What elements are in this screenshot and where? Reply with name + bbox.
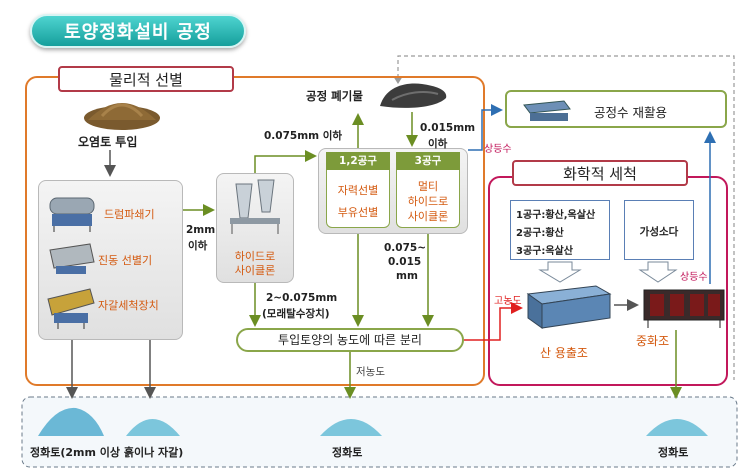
process-12-head: 1,2공구 [326,152,390,170]
label-2mm-b: 이하 [188,240,208,252]
physical-section-box [25,76,485,386]
hydrocyclone-label: 하이드로 사이클론 [234,250,276,277]
chemical-section-label: 화학적 세척 [512,160,688,186]
separation-box: 투입토양의 농도에 따른 분리 [236,328,464,352]
output-zone [21,396,738,468]
recycle-dashed-line [397,55,735,380]
output-label-3: 정화토 [658,446,689,459]
label-high-conc: 고농도 [494,296,522,307]
label-supernatant-2: 상등수 [680,272,708,283]
label-supernatant-1: 상등수 [484,144,512,155]
label-2mm-a: 2mm [186,224,216,236]
process-3-line3: 사이클론 [407,210,449,223]
label-low-conc: 저농도 [356,366,385,378]
caustic-box [624,200,694,260]
output-label-2: 정화토 [332,446,363,459]
hydrocyclone-panel [216,173,294,283]
label-0075-a: 0.075~ [384,242,427,254]
waste-label: 공정 폐기물 [306,89,363,103]
process-12-line1: 자력선별 [337,184,379,197]
vibrating-screen-label: 진동 선별기 [98,254,153,267]
gravel-washer-icon [47,288,95,329]
page-title: 토양정화설비 공정 [30,14,246,48]
label-over-0015-a: 0.015mm [420,122,476,134]
contaminated-soil-image [84,103,160,130]
caustic-label: 가성소다 [639,226,679,238]
output-soil-4-image [646,419,708,436]
drum-crusher-icon [49,197,95,232]
label-under-0075: 0.075mm 이하 [264,130,343,142]
waste-image [380,83,447,108]
label-2-0075-a: 2~0.075mm [266,292,338,304]
acid-tank-label: 산 용출조 [540,346,588,360]
output-soil-1-image [38,407,104,436]
label-0075-c: mm [396,270,418,282]
neutral-tank-label: 중화조 [636,334,670,348]
acid-line3: 3공구:옥살산 [516,246,573,257]
acid-tank-icon [526,285,612,329]
vibrating-screen-icon [49,243,95,274]
reuse-label: 공정수 재활용 [594,105,667,120]
input-label: 오염토 투입 [78,135,138,149]
process-3-line1: 멀티 [417,180,439,193]
recycle-dashed-arrowhead [393,76,403,84]
physical-section-label: 물리적 선별 [58,66,234,92]
label-0075-b: 0.015 [388,256,422,268]
process-3-head: 3공구 [396,152,460,170]
output-label-1: 정화토(2mm 이상 흙이나 자갈) [30,446,184,459]
water-tank-icon [523,100,571,121]
acid-box [510,200,610,260]
output-soil-3-image [320,419,382,436]
hydrocyclone-icon [230,179,280,234]
acid-line2: 2공구:황산 [516,228,564,239]
label-2-0075-b: (모래탈수장치) [262,308,330,320]
label-over-0015-b: 이하 [428,138,448,150]
process-3-line2: 하이드로 [407,195,449,208]
drum-crusher-label: 드럼파쇄기 [104,208,155,221]
neutral-tank-icon [643,289,725,328]
acid-line1: 1공구:황산,옥살산 [516,210,596,221]
output-soil-2-image [126,419,180,436]
gravel-washer-label: 자갈세척장치 [98,299,159,312]
process-12-line2: 부유선별 [337,206,379,219]
